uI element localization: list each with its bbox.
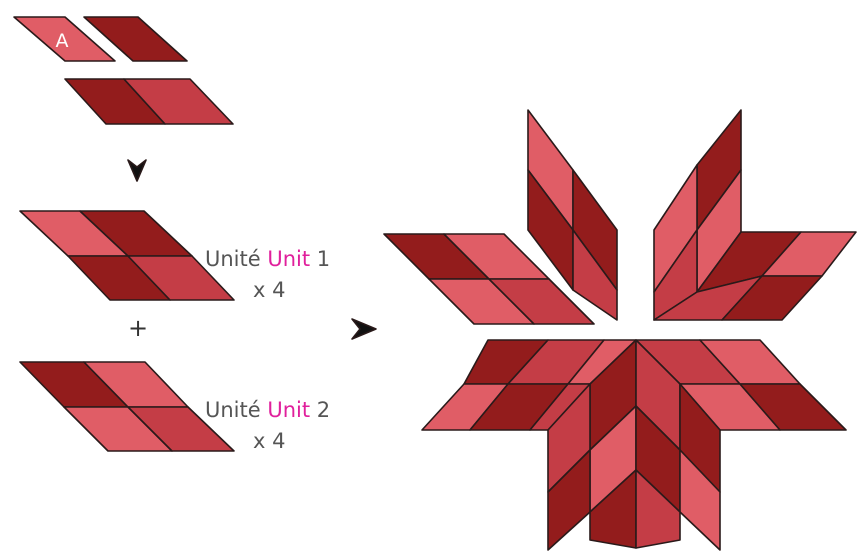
strip-diamond-medium [123, 78, 234, 125]
star-diamond [721, 275, 823, 321]
unit-1-block [19, 210, 235, 301]
unit-1-multiplier: x 4 [253, 278, 285, 302]
unit-1-label: Unité Unit 1 [205, 247, 330, 271]
arrow-right-icon [351, 318, 377, 340]
step-pieces-strip [64, 78, 234, 125]
star-diamond [488, 278, 595, 325]
unit-2-block [19, 361, 235, 452]
plus-sign: + [128, 314, 148, 342]
diamond-piece-a [13, 16, 116, 62]
unit-1-diamond-bottom-right [127, 255, 235, 301]
diamond-piece-dark [83, 16, 188, 62]
star-diamond [739, 383, 847, 431]
piece-a-label: A [56, 30, 69, 52]
unit-2-label: Unité Unit 2 [205, 398, 330, 422]
step-single-pieces: A [13, 16, 188, 62]
star-diamond [635, 469, 681, 549]
star-lower-half [421, 339, 847, 551]
unit-2-diamond-bottom-right [127, 406, 235, 452]
star-arm-upper [527, 109, 618, 321]
arrow-down-icon [127, 159, 147, 182]
assembled-star [383, 109, 857, 551]
star-arm-upper-left [383, 233, 595, 325]
star-diamond [679, 449, 721, 551]
star-diamond [572, 229, 618, 321]
star-arm-upper-right [653, 109, 857, 321]
unit-2-multiplier: x 4 [253, 429, 285, 453]
star-diamond [547, 449, 591, 551]
